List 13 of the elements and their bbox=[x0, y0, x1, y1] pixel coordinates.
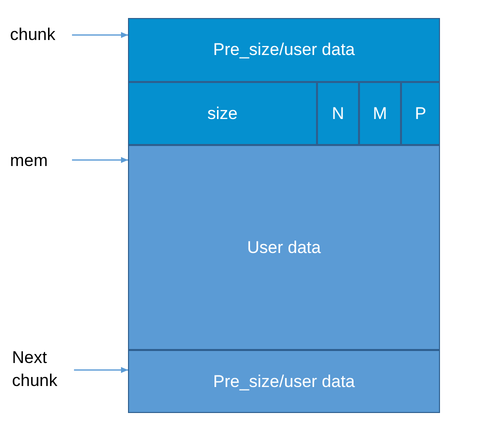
callout-label: Next chunk bbox=[12, 346, 72, 394]
memory-field: Pre_size/user data bbox=[128, 18, 440, 82]
memory-field: size bbox=[128, 82, 317, 145]
callout-label: mem bbox=[10, 150, 70, 172]
arrow bbox=[72, 32, 128, 38]
flag-field: M bbox=[359, 82, 401, 145]
callout-label: chunk bbox=[10, 24, 70, 46]
memory-field: Pre_size/user data bbox=[128, 350, 440, 413]
flag-field: P bbox=[401, 82, 440, 145]
arrow bbox=[74, 367, 128, 373]
memory-field: User data bbox=[128, 145, 440, 350]
arrow bbox=[72, 157, 128, 163]
flag-field: N bbox=[317, 82, 359, 145]
